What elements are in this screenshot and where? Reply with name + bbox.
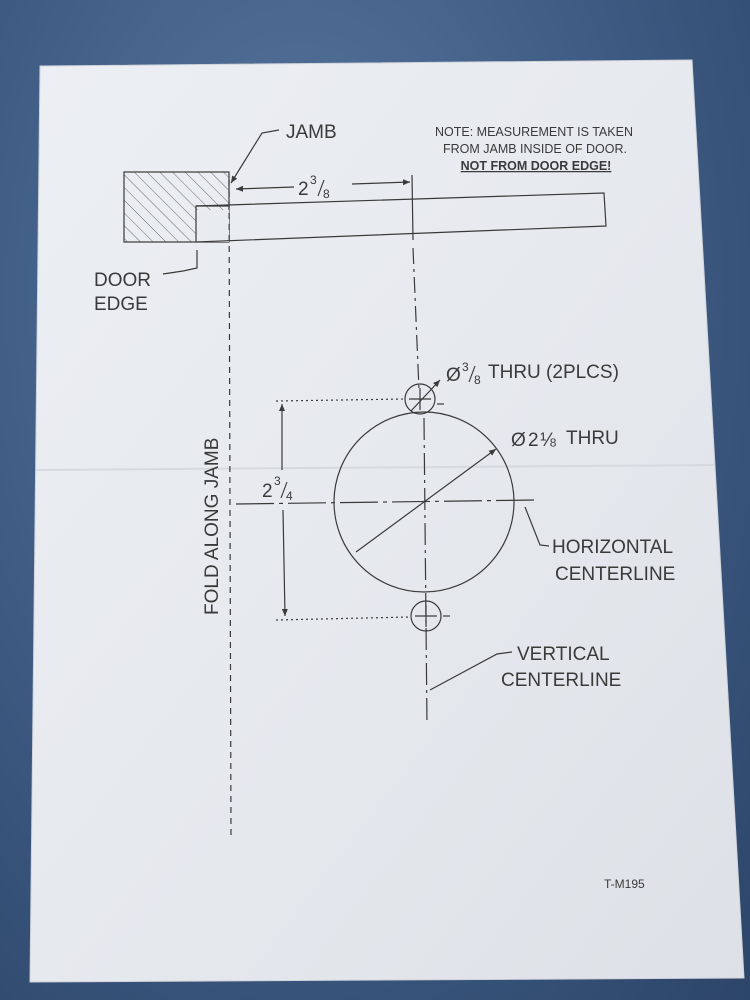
note-line-3: NOT FROM DOOR EDGE! (461, 159, 612, 173)
door-slab (195, 192, 607, 243)
small-hole-diameter-symbol: Ø (446, 365, 461, 386)
spacing-extension-bottom (275, 616, 411, 621)
spacing-dim-line-bottom (281, 509, 288, 617)
vertical-centerline-label-1: VERTICAL (517, 644, 610, 665)
large-hole-thru-label: THRU (566, 428, 619, 449)
note-line-1: NOTE: MEASUREMENT IS TAKEN (435, 125, 633, 139)
lower-small-hole (410, 600, 442, 632)
vertical-centerline-leader (429, 651, 513, 691)
horizontal-centerline-label-1: HORIZONTAL (552, 537, 673, 558)
large-bore-circle (333, 411, 515, 593)
horizontal-centerline-label-2: CENTERLINE (555, 564, 675, 585)
spacing-extension-top (275, 398, 407, 402)
horizontal-centerline-leader (524, 506, 550, 547)
template-id: T-M195 (604, 877, 645, 891)
large-hole-fraction: ⅛ (540, 430, 556, 451)
jamb-leader (230, 129, 280, 184)
large-hole-whole: 2 (528, 430, 539, 451)
spacing-denominator: 4 (286, 489, 293, 503)
door-edge-leader (162, 250, 198, 275)
vertical-centerline-upper (412, 247, 420, 391)
backset-denominator: 8 (323, 187, 330, 201)
spacing-fraction-bar (280, 481, 288, 499)
backset-fraction-bar (317, 179, 325, 197)
jamb-label: JAMB (286, 122, 337, 143)
backset-whole: 2 (298, 179, 309, 200)
spacing-whole: 2 (262, 481, 273, 502)
door-edge-label-1: DOOR (94, 270, 151, 291)
small-hole-leader (410, 379, 441, 412)
door-edge-label-2: EDGE (94, 294, 148, 315)
small-hole-denominator: 8 (474, 373, 481, 387)
large-hole-leader (355, 448, 497, 553)
backset-dim-line-right (351, 179, 411, 186)
fold-line (228, 179, 232, 836)
backset-dim-line-left (235, 185, 295, 192)
paper-fold-crease (35, 464, 716, 471)
fold-along-jamb-label: FOLD ALONG JAMB (202, 438, 223, 615)
small-hole-fraction-bar (468, 365, 476, 383)
backset-numerator: 3 (310, 173, 317, 187)
small-hole-numerator: 3 (462, 360, 469, 374)
note-line-2: FROM JAMB INSIDE OF DOOR. (443, 142, 627, 156)
vertical-centerline (423, 417, 428, 726)
upper-small-hole (404, 383, 436, 415)
small-hole-thru-label: THRU (2PLCS) (488, 362, 619, 383)
spacing-numerator: 3 (274, 474, 281, 488)
horizontal-centerline (235, 499, 537, 505)
backset-extension (411, 174, 414, 241)
vertical-centerline-label-2: CENTERLINE (501, 670, 621, 691)
large-hole-diameter-symbol: Ø (511, 430, 526, 451)
door-recess (196, 210, 229, 242)
